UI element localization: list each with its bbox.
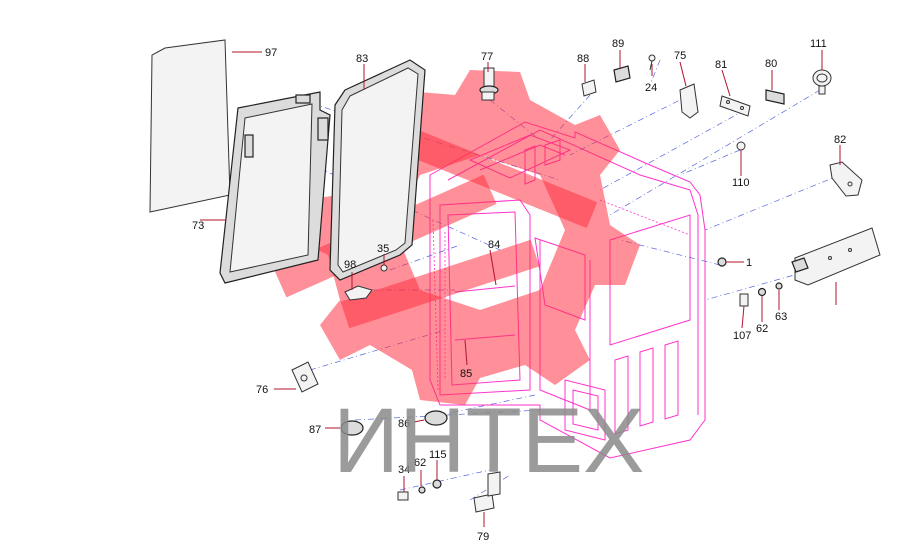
part-88-bracket: [581, 79, 597, 97]
callout-35: 35: [377, 243, 389, 255]
part-111-lifting-eye: [812, 69, 832, 95]
callout-80: 80: [765, 58, 777, 70]
part-63-nut: [775, 282, 783, 290]
part-side-plate: [791, 227, 881, 286]
part-1-bolt: [717, 257, 727, 267]
callout-81: 81: [715, 59, 727, 71]
leader-lines: [200, 50, 841, 527]
part-76-latch-plate: [291, 361, 319, 393]
callout-79: 79: [477, 531, 489, 543]
callout-88: 88: [577, 53, 589, 65]
part-62-washer-right: [757, 287, 767, 297]
part-107-bolt: [739, 293, 749, 307]
part-75-plate: [679, 83, 699, 119]
callout-110: 110: [732, 177, 750, 189]
part-24-screw: [648, 54, 656, 71]
callout-87: 87: [309, 424, 321, 436]
callout-82: 82: [834, 134, 846, 146]
callout-111: 111: [810, 38, 827, 50]
part-87-cap: [340, 420, 364, 436]
part-82-bracket: [829, 161, 863, 197]
callout-115: 115: [429, 449, 447, 461]
watermark-text: ИНТЕХ: [333, 390, 645, 492]
callout-75: 75: [674, 50, 686, 62]
callout-83: 83: [356, 53, 368, 65]
part-34-bolt: [397, 491, 409, 501]
callout-98: 98: [344, 259, 356, 271]
part-81-hinge-plate: [719, 95, 751, 117]
callout-97: 97: [265, 47, 277, 59]
part-110-washer: [736, 141, 746, 151]
callout-107: 107: [733, 330, 751, 342]
part-83-door-seal: [329, 59, 426, 281]
part-80-block: [765, 89, 785, 105]
callout-62-bottom: 62: [414, 457, 426, 469]
callout-73: 73: [192, 220, 204, 232]
callout-numbers: 97 83 77 88 89 75 81 80 111 24 82 110 73…: [192, 38, 846, 543]
part-73-door-frame: [219, 91, 331, 284]
callout-85: 85: [460, 368, 472, 380]
part-79-bracket: [473, 471, 501, 513]
callout-63: 63: [775, 311, 787, 323]
callout-34: 34: [398, 464, 410, 476]
part-77-pin: [479, 67, 499, 101]
part-62-washer-bottom: [418, 486, 426, 494]
part-89-clip: [613, 65, 631, 83]
callout-24: 24: [645, 82, 657, 94]
callout-86: 86: [398, 418, 410, 430]
part-86-cap: [424, 410, 448, 426]
callout-84: 84: [488, 239, 500, 251]
callout-62-right: 62: [756, 323, 768, 335]
callout-77: 77: [481, 51, 493, 63]
callout-76: 76: [256, 384, 268, 396]
part-97-glass-panel: [149, 39, 231, 213]
part-35-screw: [380, 264, 388, 272]
callout-1: 1: [746, 257, 752, 269]
callout-89: 89: [612, 38, 624, 50]
